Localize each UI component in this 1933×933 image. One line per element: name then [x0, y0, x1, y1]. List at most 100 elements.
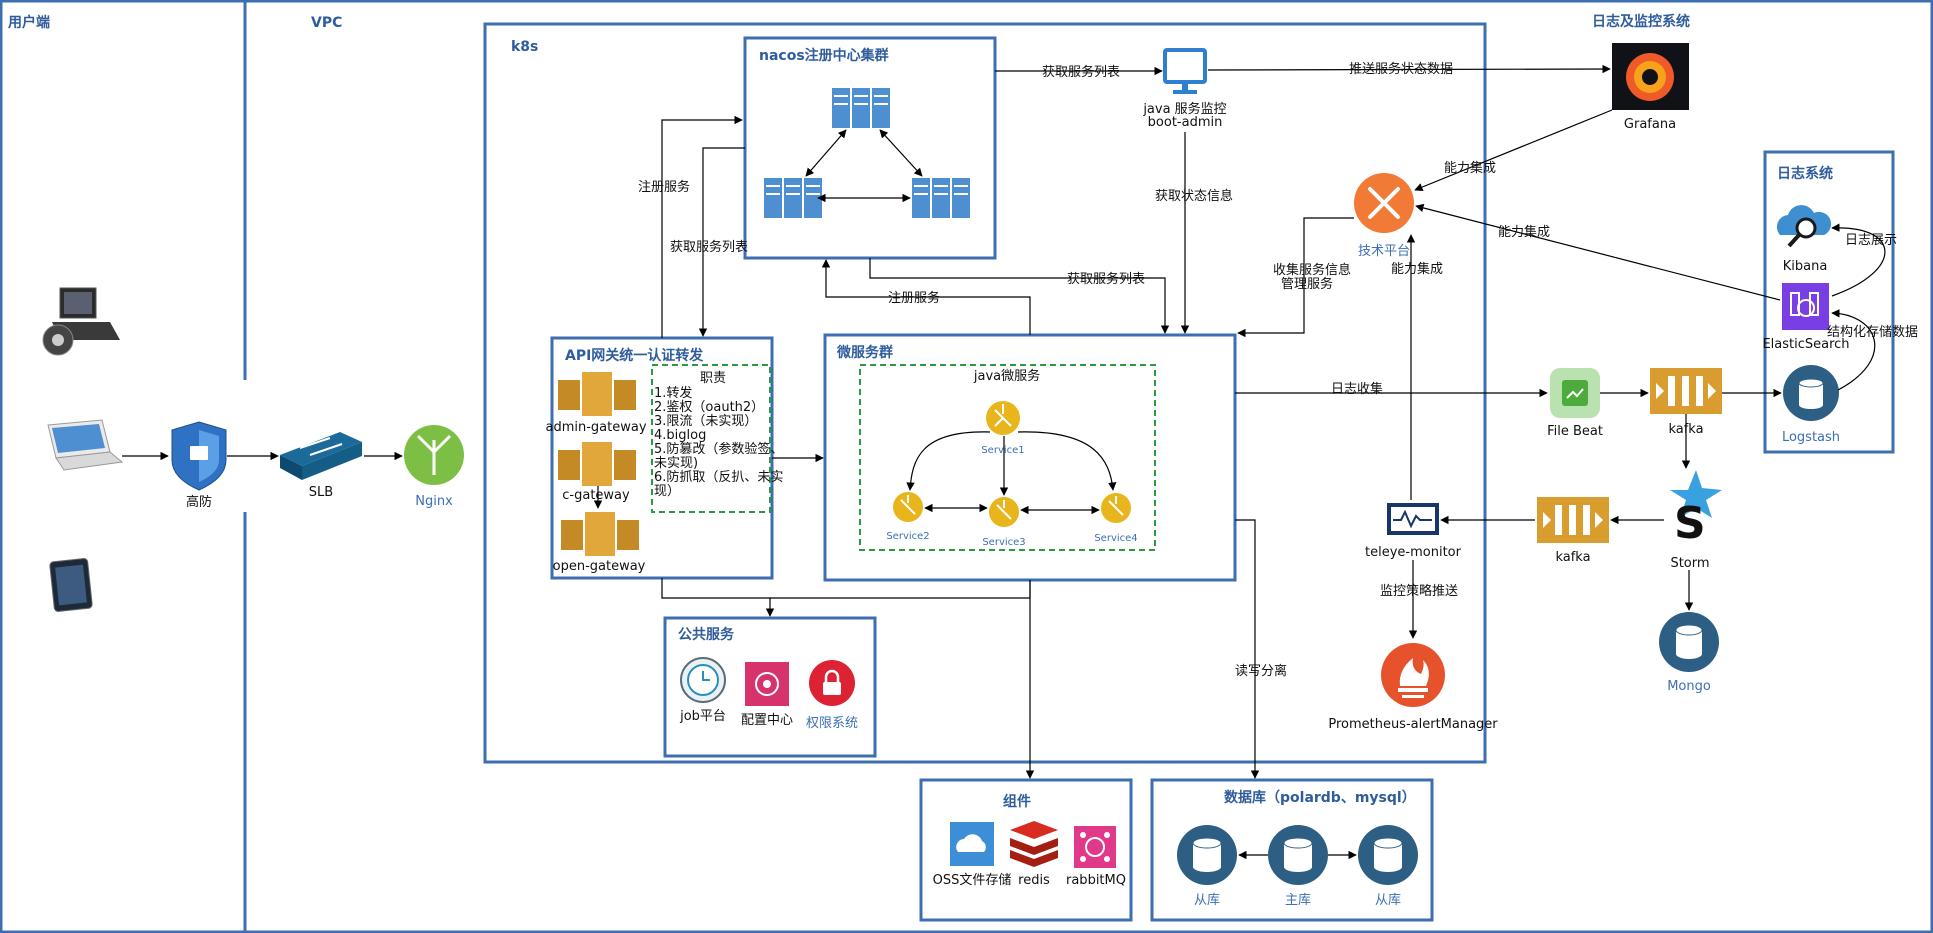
edge-gateway-to-public: [661, 578, 775, 617]
components-title: 组件: [1003, 793, 1031, 810]
edge-label-register-2: 注册服务: [888, 290, 940, 306]
service4-icon: [1101, 493, 1131, 523]
tablet-icon: [49, 558, 93, 612]
prometheus-label: Prometheus-alertManager: [1328, 717, 1498, 732]
redis-label: redis: [1018, 873, 1050, 888]
edge-label-ability-3: 能力集成: [1391, 261, 1443, 277]
oss-storage-icon: [950, 822, 994, 866]
master-db-label: 主库: [1285, 892, 1311, 908]
filebeat-label: File Beat: [1547, 424, 1603, 439]
duties-title: 职责: [700, 371, 726, 386]
nacos-server-cluster-right-icon: [912, 178, 970, 218]
service2-label: Service2: [886, 531, 929, 542]
edge-grafana-to-tech: [1414, 109, 1613, 192]
edge-label-get-status: 获取状态信息: [1155, 188, 1233, 204]
boot-admin-label-line1: java 服务监控: [1142, 101, 1226, 117]
duty-line: 未实现): [654, 456, 698, 471]
service3-label: Service3: [982, 537, 1025, 548]
nacos-server-cluster-top-icon: [832, 88, 890, 128]
grafana-label: Grafana: [1624, 117, 1676, 132]
duty-line: 6.防抓取（反扒、未实: [654, 469, 783, 485]
edge-label-collect-1: 收集服务信息: [1273, 262, 1351, 278]
laptop-icon: [47, 419, 124, 471]
boot-admin-label-line2: boot-admin: [1148, 115, 1223, 130]
edge-label-get-list-2: 获取服务列表: [670, 239, 748, 255]
edge-label-read-write: 读写分离: [1235, 663, 1287, 679]
edge-label-monitor-push: 监控策略推送: [1380, 583, 1458, 599]
edge-nacos-list-micro: [869, 258, 1170, 334]
edge-service1-to-service2: [906, 431, 991, 491]
service3-icon: [989, 497, 1019, 527]
anti-ddos-label: 高防: [186, 494, 212, 510]
slave-db-right-icon: [1358, 825, 1418, 885]
mongo-icon: [1659, 612, 1719, 672]
job-platform-label: job平台: [679, 709, 726, 724]
storm-icon: S: [1670, 470, 1722, 549]
logstash-icon: [1783, 365, 1839, 421]
section-title-client: 用户端: [8, 14, 50, 31]
open-gateway-icon: [561, 512, 639, 556]
job-platform-icon: [680, 657, 726, 703]
storm-label: Storm: [1670, 556, 1709, 571]
filebeat-icon: [1550, 368, 1600, 418]
edge-label-structured: 结构化存储数据: [1827, 325, 1918, 340]
section-title-monitoring: 日志及监控系统: [1592, 13, 1690, 30]
rabbitmq-icon: [1074, 826, 1116, 868]
edge-label-log-display: 日志展示: [1845, 233, 1897, 248]
service4-label: Service4: [1094, 533, 1137, 544]
edge-label-get-list-3: 获取服务列表: [1067, 271, 1145, 287]
edge-gateway-register-nacos: [661, 115, 743, 338]
prometheus-icon: [1381, 643, 1445, 707]
service1-icon: [986, 401, 1020, 435]
nacos-panel: [743, 36, 997, 260]
teleye-monitor-icon: [1387, 503, 1439, 535]
duty-line: 3.限流（未实现）: [654, 414, 757, 429]
slb-switch-icon: [280, 432, 362, 480]
edge-nacos-top-left: [805, 129, 847, 177]
duty-line: 4.biglog: [654, 428, 706, 443]
duty-line: 2.鉴权（oauth2）: [654, 399, 764, 415]
c-gateway-label: c-gateway: [562, 488, 630, 503]
database-title: 数据库（polardb、mysql）: [1224, 789, 1416, 806]
config-center-label: 配置中心: [741, 713, 793, 728]
permission-system-label: 权限系统: [806, 715, 858, 731]
service2-icon: [893, 492, 923, 522]
teleye-monitor-label: teleye-monitor: [1365, 545, 1462, 560]
edge-label-ability-2: 能力集成: [1498, 224, 1550, 240]
tech-platform-label: 技术平台: [1358, 244, 1410, 259]
edge-label-log-collect: 日志收集: [1331, 381, 1383, 397]
edge-tech-to-micro: [1237, 217, 1354, 338]
oss-storage-label: OSS文件存储: [933, 873, 1012, 888]
duties-list: 1.转发 2.鉴权（oauth2） 3.限流（未实现） 4.biglog 5.防…: [654, 385, 783, 499]
anti-ddos-shield-icon: [171, 421, 227, 491]
nginx-icon: [404, 425, 464, 485]
desktop-pc-icon: [42, 287, 120, 356]
edge-logstash-to-elastic: [1831, 309, 1876, 391]
edge-nacos-list-gateway: [698, 147, 745, 337]
redis-icon: [1010, 821, 1058, 867]
duties-box: [651, 364, 771, 513]
nacos-server-cluster-left-icon: [764, 178, 822, 218]
monitor-screen-icon: [1163, 48, 1207, 94]
edge-elastic-to-tech: [1415, 203, 1781, 301]
admin-gateway-label: admin-gateway: [545, 420, 646, 435]
kafka-bottom-label: kafka: [1555, 550, 1590, 565]
edge-bootadmin-to-grafana: [1207, 64, 1611, 74]
edge-label-push-status: 推送服务状态数据: [1349, 61, 1453, 77]
slave-db-right-label: 从库: [1375, 892, 1401, 908]
duty-line: 5.防篡改（参数验签、: [654, 441, 783, 457]
admin-gateway-icon: [558, 372, 636, 416]
rabbitmq-label: rabbitMQ: [1066, 873, 1126, 888]
edge-micro-register-nacos: [821, 259, 1031, 335]
edge-label-collect-2: 管理服务: [1281, 276, 1333, 292]
elasticsearch-label: ElasticSearch: [1762, 337, 1849, 352]
duty-line: 1.转发: [654, 385, 692, 401]
microservice-panel: [823, 333, 1237, 582]
tech-platform-tools-icon: [1354, 173, 1414, 233]
permission-system-icon: [809, 660, 855, 706]
microservice-title: 微服务群: [836, 344, 893, 361]
c-gateway-icon: [558, 442, 636, 486]
edge-nacos-top-right: [879, 129, 923, 177]
kibana-label: Kibana: [1783, 259, 1828, 274]
